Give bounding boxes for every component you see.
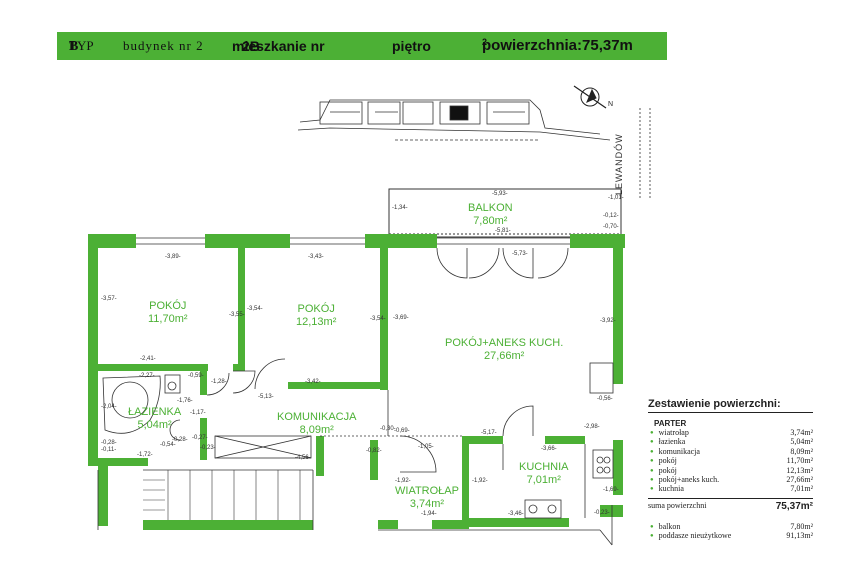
plan-details bbox=[97, 237, 614, 546]
dim-label: -0,28- bbox=[101, 440, 117, 446]
dim-label: -5,93- bbox=[492, 191, 508, 197]
dim-label: -3,92- bbox=[600, 318, 616, 324]
dim-label: -5,17- bbox=[481, 430, 497, 436]
summary-row: pokój+aneks kuch.27,66m² bbox=[648, 475, 813, 484]
dim-label: -0,82- bbox=[366, 448, 382, 454]
dim-label: -2,27- bbox=[139, 373, 155, 379]
dim-label: -0,23- bbox=[200, 445, 216, 451]
dim-label: -1,01- bbox=[608, 195, 624, 201]
dim-label: -5,13- bbox=[258, 394, 274, 400]
dim-label: -3,89- bbox=[165, 254, 181, 260]
floor-label: piętro bbox=[392, 38, 431, 54]
dim-label: -0,70- bbox=[603, 224, 619, 230]
summary-title: Zestawienie powierzchni: bbox=[648, 398, 813, 413]
type-label: TYP B bbox=[69, 37, 94, 54]
building-label: budynek nr 2 bbox=[123, 38, 204, 53]
dim-label: -1,92- bbox=[395, 478, 411, 484]
dim-label: -1,34- bbox=[392, 205, 408, 211]
area-summary: Zestawienie powierzchni: PARTER wiatroła… bbox=[648, 398, 813, 541]
dim-label: -3,57- bbox=[101, 296, 117, 302]
dim-label: -1,94- bbox=[421, 511, 437, 517]
dim-label: -1,69- bbox=[603, 487, 619, 493]
dim-label: -3,46- bbox=[508, 511, 524, 517]
dim-label: -2,98- bbox=[584, 424, 600, 430]
dim-label: -0,59- bbox=[188, 373, 204, 379]
dim-label: -1,05- bbox=[418, 444, 434, 450]
dim-label: -1,28- bbox=[211, 379, 227, 385]
dim-label: -0,11- bbox=[101, 447, 117, 453]
dim-label: -2,41- bbox=[140, 356, 156, 362]
walls bbox=[88, 234, 625, 530]
dim-label: -0,23- bbox=[594, 510, 610, 516]
dim-label: -3,43- bbox=[308, 254, 324, 260]
dim-label: -0,54- bbox=[160, 442, 176, 448]
dim-label: -3,69- bbox=[393, 315, 409, 321]
dim-label: -3,54- bbox=[247, 306, 263, 312]
dim-label: -0,30- bbox=[380, 426, 396, 432]
north-arrow-icon: N bbox=[573, 85, 613, 109]
dim-label: -1,76- bbox=[177, 398, 193, 404]
dim-label: -3,42- bbox=[305, 379, 321, 385]
room-pokoj-aneks: POKÓJ+ANEKS KUCH.27,66m² bbox=[445, 337, 564, 362]
dim-label: -0,56- bbox=[597, 396, 613, 402]
dim-label: -0,69- bbox=[394, 428, 410, 434]
site-plan bbox=[297, 99, 651, 200]
dim-label: -1,92- bbox=[472, 478, 488, 484]
dim-label: -0,12- bbox=[603, 213, 619, 219]
svg-text:N: N bbox=[608, 101, 613, 108]
dim-label: -1,17- bbox=[190, 410, 206, 416]
dim-label: -0,27- bbox=[192, 435, 208, 441]
dim-label: -5,81- bbox=[495, 228, 511, 234]
summary-section: PARTER bbox=[654, 419, 687, 428]
dim-label: -5,73- bbox=[512, 251, 528, 257]
dim-label: -4,56- bbox=[295, 455, 311, 461]
street-label: LEWANDÓW bbox=[614, 133, 624, 195]
dim-label: -3,54- bbox=[370, 316, 386, 322]
dim-label: -1,72- bbox=[137, 452, 153, 458]
dim-label: -0,28- bbox=[172, 437, 188, 443]
dim-label: -2,04- bbox=[101, 404, 117, 410]
dim-label: -3,55- bbox=[229, 312, 245, 318]
dim-label: -3,66- bbox=[541, 446, 557, 452]
